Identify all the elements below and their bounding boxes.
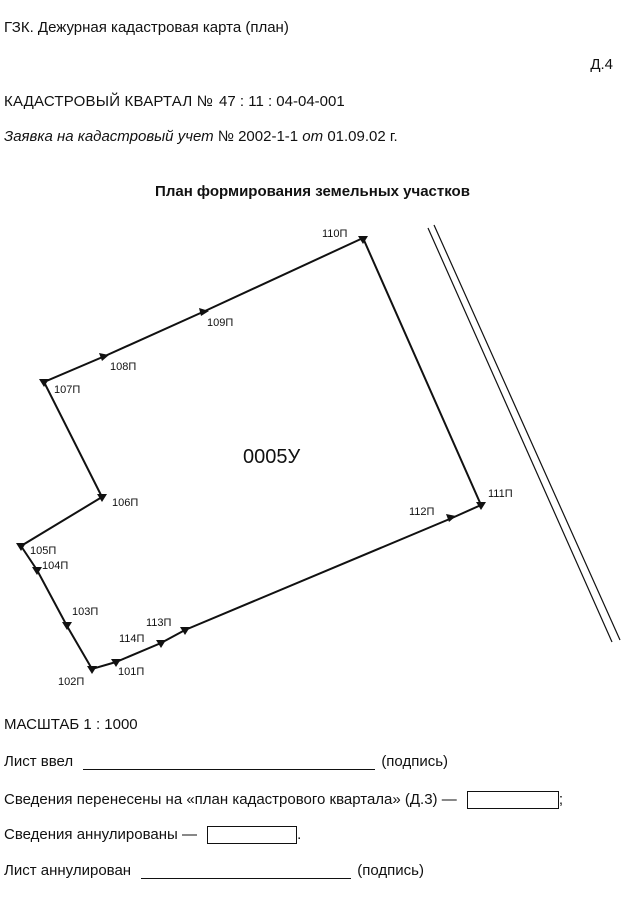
sheet-cancelled-line: Лист аннулирован (подпись) xyxy=(4,862,424,879)
point-marker xyxy=(476,502,486,510)
point-marker xyxy=(446,514,456,522)
point-marker xyxy=(39,379,49,387)
point-marker xyxy=(358,236,368,244)
point-label-103: 103П xyxy=(72,606,98,618)
plan-title: План формирования земельных участков xyxy=(155,183,470,200)
sheet-entered-signature-field[interactable] xyxy=(83,755,376,770)
sheet-code: Д.4 xyxy=(590,56,613,73)
signature-note: (подпись) xyxy=(381,753,449,770)
request-number-sign: № xyxy=(217,128,234,145)
transferred-line: Сведения перенесены на «план кадастровог… xyxy=(4,791,564,810)
request-from: от xyxy=(302,128,324,145)
point-label-114: 114П xyxy=(119,633,145,645)
point-label-109: 109П xyxy=(207,317,233,329)
request-date: 01.09.02 г. xyxy=(327,128,398,145)
point-marker xyxy=(199,308,209,316)
point-label-107: 107П xyxy=(54,384,80,396)
point-label-108: 108П xyxy=(110,361,136,373)
cancelled-info-line: Сведения аннулированы — . xyxy=(4,826,302,845)
point-marker xyxy=(156,640,166,648)
cadastral-quarter-number: 47 : 11 : 04-04-001 xyxy=(219,93,345,110)
point-marker xyxy=(180,627,190,635)
road-line-right xyxy=(433,224,621,641)
point-label-113: 113П xyxy=(146,617,172,629)
point-label-102: 102П xyxy=(58,676,84,688)
road-line-left xyxy=(427,227,613,643)
signature-note-2: (подпись) xyxy=(357,862,424,879)
transferred-label: Сведения перенесены на «план кадастровог… xyxy=(4,791,457,808)
sheet-cancelled-label: Лист аннулирован xyxy=(4,862,132,879)
cancelled-info-checkbox[interactable] xyxy=(207,826,298,845)
point-marker xyxy=(87,666,97,674)
point-marker xyxy=(111,659,121,667)
point-label-105: 105П xyxy=(30,545,56,557)
point-marker xyxy=(16,543,26,551)
point-label-111: 111П xyxy=(488,488,513,500)
cadastral-quarter-line: КАДАСТРОВЫЙ КВАРТАЛ № 47 : 11 : 04-04-001 xyxy=(4,93,345,110)
request-label: Заявка на кадастровый учет xyxy=(4,128,214,145)
point-marker xyxy=(97,494,107,502)
point-markers xyxy=(16,236,486,674)
scale-label: МАСШТАБ 1 : 1000 xyxy=(4,716,138,733)
point-label-112: 112П xyxy=(409,506,435,518)
point-marker xyxy=(32,567,42,575)
cadastral-quarter-label: КАДАСТРОВЫЙ КВАРТАЛ № xyxy=(4,93,214,110)
sheet-entered-line: Лист ввел (подпись) xyxy=(4,753,448,770)
point-label-110: 110П xyxy=(322,228,348,240)
point-marker xyxy=(62,622,72,630)
point-label-104: 104П xyxy=(42,560,68,572)
sheet-entered-label: Лист ввел xyxy=(4,753,74,770)
parcel-id: 0005У xyxy=(243,446,300,468)
sheet-cancelled-signature-field[interactable] xyxy=(141,864,352,879)
cancelled-info-end: . xyxy=(297,826,302,843)
point-marker xyxy=(99,353,109,361)
request-number: 2002-1-1 xyxy=(238,128,299,145)
point-label-101: 101П xyxy=(118,666,144,678)
transferred-checkbox[interactable] xyxy=(466,791,559,810)
document-title: ГЗК. Дежурная кадастровая карта (план) xyxy=(4,19,289,36)
cancelled-info-label: Сведения аннулированы — xyxy=(4,826,197,843)
request-line: Заявка на кадастровый учет № 2002-1-1 от… xyxy=(4,128,398,145)
transferred-end: ; xyxy=(558,791,564,808)
point-label-106: 106П xyxy=(112,497,138,509)
